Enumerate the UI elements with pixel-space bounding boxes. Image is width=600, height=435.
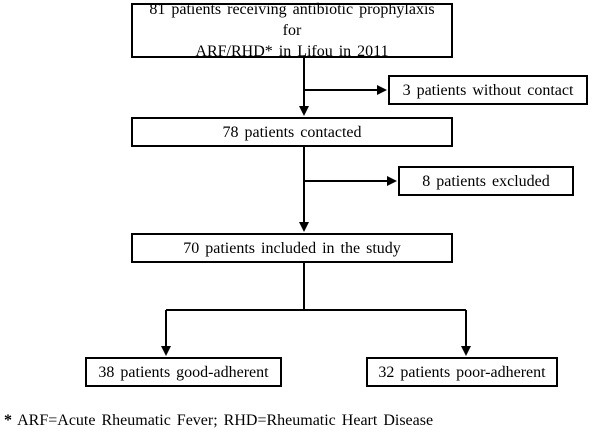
footnote: * ARF=Acute Rheumatic Fever; RHD=Rheumat…: [4, 411, 433, 431]
poor-adherent-box: 32 patients poor-adherent: [366, 357, 558, 387]
contacted-box: 78 patients contacted: [131, 117, 453, 147]
without-contact-label: 3 patients without contact: [402, 81, 574, 99]
without-contact-box: 3 patients without contact: [388, 75, 588, 105]
start-box: 81 patients receiving antibiotic prophyl…: [131, 1, 453, 60]
start-box-line2: ARF/RHD* in Lifou in 2011: [195, 43, 389, 60]
poor-adherent-label: 32 patients poor-adherent: [378, 363, 546, 381]
excluded-box: 8 patients excluded: [398, 166, 574, 196]
start-box-text: 81 patients receiving antibiotic prophyl…: [139, 0, 445, 62]
included-box: 70 patients included in the study: [131, 233, 453, 263]
excluded-label: 8 patients excluded: [422, 172, 550, 190]
footnote-marker: *: [4, 412, 12, 429]
contacted-label: 78 patients contacted: [222, 123, 362, 141]
included-label: 70 patients included in the study: [183, 239, 401, 257]
start-box-line1: 81 patients receiving antibiotic prophyl…: [149, 1, 435, 39]
good-adherent-box: 38 patients good-adherent: [85, 357, 282, 387]
good-adherent-label: 38 patients good-adherent: [98, 363, 269, 381]
footnote-text: ARF=Acute Rheumatic Fever; RHD=Rheumatic…: [17, 412, 434, 429]
